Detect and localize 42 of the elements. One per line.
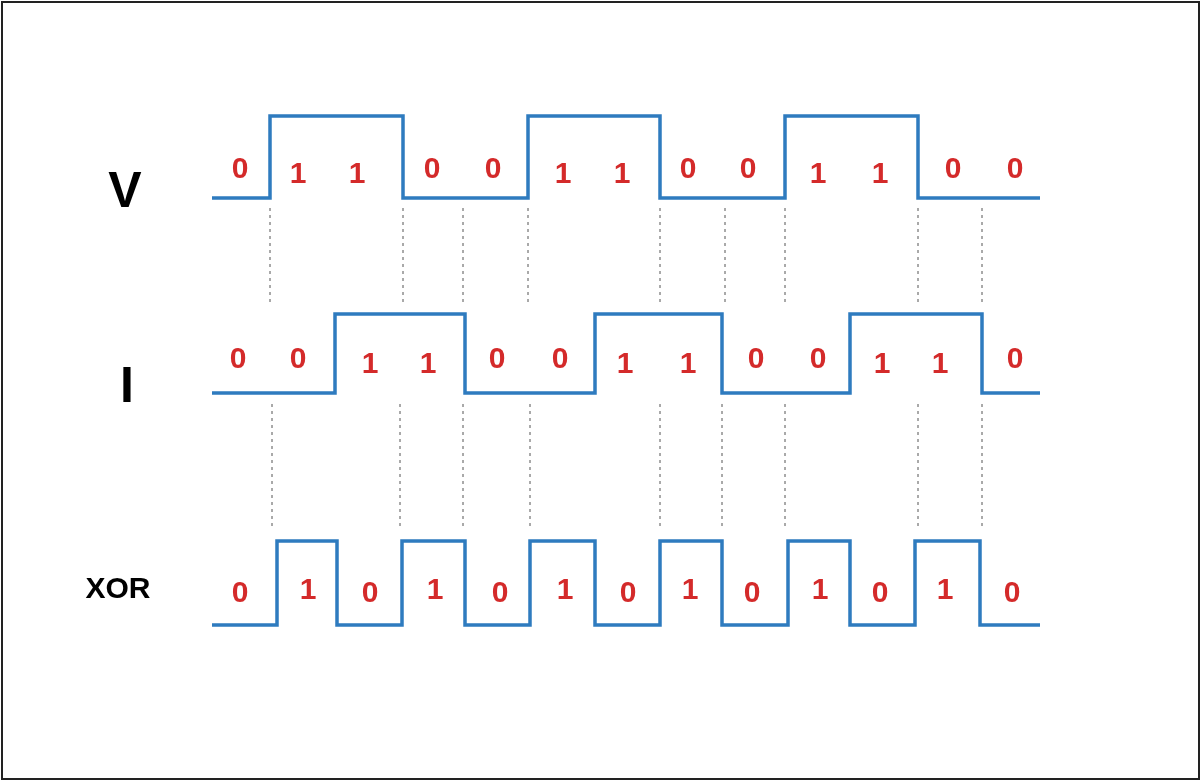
bit-value: 0 [484,153,502,183]
bit-value: 0 [1006,153,1024,183]
bit-value: 0 [739,153,757,183]
bit-value: 1 [616,348,634,378]
bit-value: 0 [361,577,379,607]
bit-value: 0 [679,153,697,183]
bit-value: 1 [681,574,699,604]
bit-value: 0 [944,153,962,183]
bit-value: 0 [423,153,441,183]
bit-value: 1 [289,158,307,188]
bit-value: 0 [743,577,761,607]
bit-value: 1 [811,574,829,604]
row-label: V [108,165,142,215]
bit-value: 0 [809,343,827,373]
bit-value: 1 [873,348,891,378]
bit-value: 1 [299,574,317,604]
bit-value: 0 [1003,577,1021,607]
bit-value: 0 [871,577,889,607]
bit-value: 1 [556,574,574,604]
bit-value: 1 [419,348,437,378]
bit-value: 0 [231,577,249,607]
bit-value: 0 [488,343,506,373]
bit-value: 0 [1006,343,1024,373]
bit-value: 1 [361,348,379,378]
row-label: I [120,360,134,410]
row-label: XOR [85,573,151,603]
bit-value: 1 [613,158,631,188]
bit-value: 0 [491,577,509,607]
bit-value: 0 [619,577,637,607]
bit-value: 0 [289,343,307,373]
bit-value: 1 [554,158,572,188]
bit-value: 1 [679,348,697,378]
bit-value: 1 [871,158,889,188]
bit-value: 1 [348,158,366,188]
bit-value: 0 [231,153,249,183]
bit-value: 1 [936,574,954,604]
bit-value: 0 [551,343,569,373]
bit-value: 1 [931,348,949,378]
bit-value: 0 [747,343,765,373]
bit-value: 1 [809,158,827,188]
bit-value: 0 [229,343,247,373]
bit-value: 1 [426,574,444,604]
